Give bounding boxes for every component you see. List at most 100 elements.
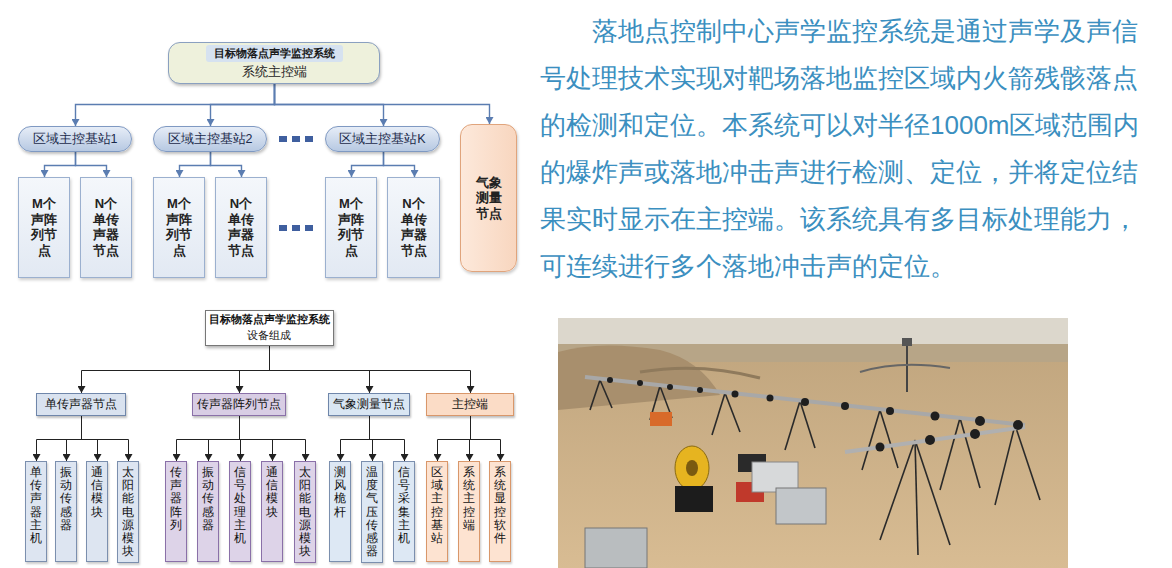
node-text: 通信模块 bbox=[266, 466, 278, 519]
tree-connector bbox=[76, 84, 275, 126]
silver-case bbox=[776, 488, 826, 524]
tree-connector bbox=[240, 346, 270, 393]
sand-ground bbox=[558, 318, 1068, 568]
array-bar bbox=[845, 427, 1025, 452]
component-box: 信号采集主机 bbox=[393, 461, 415, 562]
node-text: 系统主控端 bbox=[463, 466, 475, 532]
node-text: 温度气压传感器 bbox=[366, 466, 378, 558]
ground-ridge bbox=[640, 368, 760, 378]
ellipsis-dot bbox=[305, 225, 313, 231]
leaf-node-box: M个声阵列节点 bbox=[18, 177, 70, 278]
tree-connector bbox=[352, 152, 384, 177]
field-photo bbox=[558, 318, 1068, 568]
category-box: 气象测量节点 bbox=[328, 393, 410, 416]
ellipsis-dot bbox=[279, 136, 287, 142]
leaf-node-box: N个单传声器节点 bbox=[387, 177, 440, 278]
leaf-node-box: N个单传声器节点 bbox=[80, 177, 132, 278]
station-box: 区域主控基站2 bbox=[153, 126, 267, 152]
tree-connector bbox=[438, 416, 471, 461]
leaf-node-box: M个声阵列节点 bbox=[153, 177, 205, 278]
node-text: 传声器阵列节点 bbox=[197, 396, 281, 413]
microphones bbox=[607, 377, 1023, 452]
station-box: 区域主控基站K bbox=[325, 126, 440, 152]
component-box: 单传声器主机 bbox=[25, 461, 47, 562]
tree-connector bbox=[471, 416, 501, 461]
tree-connector bbox=[209, 416, 240, 461]
tree-connector bbox=[211, 152, 242, 177]
node-text: 太阳能电源模块 bbox=[299, 466, 311, 558]
component-box: 系统主控端 bbox=[458, 461, 480, 562]
node-text: 单传声器节点 bbox=[45, 396, 117, 413]
component-box: 太阳能电源模块 bbox=[294, 461, 316, 563]
component-box: 振动传感器 bbox=[55, 461, 77, 562]
tree-connector bbox=[177, 416, 240, 461]
node-text: 系统显控软件 bbox=[494, 466, 506, 545]
tree-connector bbox=[180, 152, 211, 177]
category-box: 传声器阵列节点 bbox=[192, 393, 286, 416]
component-box: 通信模块 bbox=[261, 461, 283, 562]
equipment-root-box: 目标物落点声学监控系统设备组成 bbox=[205, 310, 334, 346]
tree-connector bbox=[240, 416, 306, 461]
node-text: N个单传声器节点 bbox=[401, 196, 427, 258]
mast-box bbox=[902, 338, 912, 346]
component-box: 信号处理主机 bbox=[229, 461, 251, 562]
tree-connector bbox=[270, 346, 370, 393]
component-box: 传声器阵列 bbox=[165, 461, 187, 562]
component-box: 温度气压传感器 bbox=[361, 461, 383, 563]
component-box: 太阳能电源模块 bbox=[117, 461, 139, 563]
tree-connector bbox=[270, 346, 471, 393]
cable-spool bbox=[675, 446, 709, 490]
node-text: 信号处理主机 bbox=[234, 466, 246, 545]
array-bar bbox=[585, 377, 1025, 425]
node-text: 区域主控基站1 bbox=[33, 131, 118, 148]
tree-connector bbox=[211, 84, 275, 126]
cable bbox=[860, 365, 950, 372]
tripod-legs bbox=[590, 380, 1040, 555]
node-text: 信号采集主机 bbox=[398, 466, 410, 545]
tree-connector bbox=[275, 84, 490, 124]
description-paragraph: 落地点控制中心声学监控系统是通过声学及声信号处理技术实现对靶场落地监控区域内火箭… bbox=[540, 8, 1162, 290]
component-box: 区域主控基站 bbox=[426, 461, 448, 562]
tree-connector bbox=[82, 346, 270, 393]
ellipsis-dot bbox=[305, 136, 313, 142]
node-text: 振动传感器 bbox=[60, 466, 72, 532]
node-text: M个声阵列节点 bbox=[166, 196, 192, 258]
category-box: 单传声器节点 bbox=[36, 393, 126, 416]
component-box: 通信模块 bbox=[86, 461, 108, 562]
ellipsis-dots bbox=[279, 136, 313, 231]
sand-mound bbox=[558, 345, 720, 410]
ellipsis-dot bbox=[279, 225, 287, 231]
node-text: 区域主控基站2 bbox=[168, 131, 253, 148]
node-text: 目标物落点声学监控系统 bbox=[206, 45, 343, 62]
component-box: 系统显控软件 bbox=[489, 461, 511, 562]
node-text: 太阳能电源模块 bbox=[122, 466, 134, 558]
station-box: 区域主控基站1 bbox=[18, 126, 132, 152]
silver-case bbox=[585, 528, 647, 568]
leaf-node-box: M个声阵列节点 bbox=[325, 177, 377, 278]
orange-case bbox=[650, 412, 672, 426]
node-text: 单传声器主机 bbox=[30, 466, 42, 545]
component-box: 测风桅杆 bbox=[329, 461, 351, 562]
node-text: M个声阵列节点 bbox=[338, 196, 364, 258]
tree-connector bbox=[82, 416, 129, 461]
tree-connector bbox=[384, 152, 415, 177]
node-text: 测风桅杆 bbox=[334, 466, 346, 519]
weather-node-box: 气象测量节点 bbox=[460, 124, 517, 272]
node-text: 传声器阵列 bbox=[170, 466, 182, 532]
node-text: N个单传声器节点 bbox=[228, 196, 254, 258]
ellipsis-dot bbox=[292, 225, 300, 231]
tree-connector bbox=[67, 416, 82, 461]
node-text: 区域主控基站K bbox=[339, 131, 425, 148]
node-text: 区域主控基站 bbox=[431, 466, 443, 545]
category-box: 主控端 bbox=[426, 393, 514, 416]
component-box: 振动传感器 bbox=[197, 461, 219, 562]
tree-connector bbox=[37, 416, 82, 461]
tree-connector bbox=[82, 416, 98, 461]
node-text: 气象测量节点 bbox=[333, 396, 405, 413]
tree-connector bbox=[370, 416, 405, 461]
leaf-node-box: N个单传声器节点 bbox=[215, 177, 267, 278]
node-text: N个单传声器节点 bbox=[93, 196, 119, 258]
tree-connector bbox=[45, 152, 76, 177]
tree-connector bbox=[240, 416, 273, 461]
